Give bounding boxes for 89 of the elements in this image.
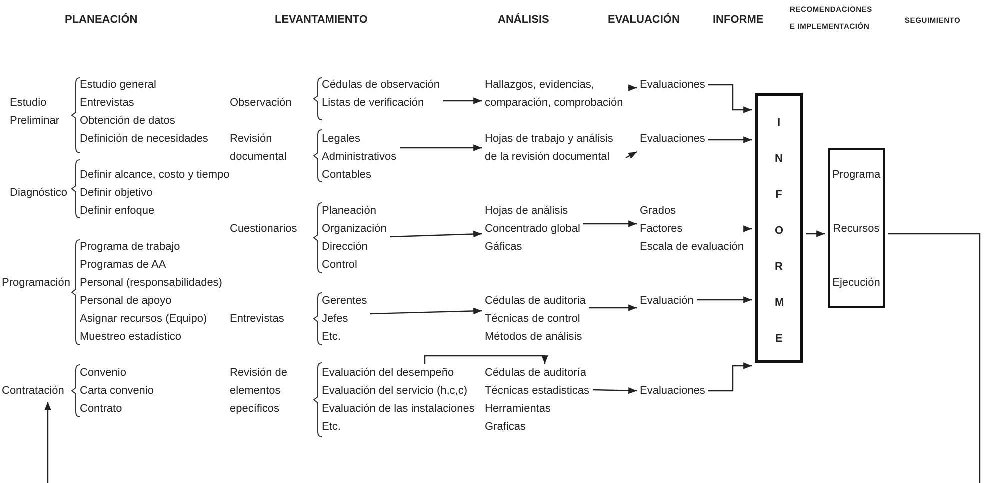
list-item: Técnicas estadisticas: [485, 384, 590, 399]
list-item: Escala de evaluación: [640, 240, 744, 255]
list-item: Organización: [322, 222, 387, 237]
item-text: Programa de trabajo: [80, 240, 180, 255]
step-text: Evaluación: [640, 292, 694, 310]
item-text: Personal de apoyo: [80, 294, 172, 309]
item-text: Muestreo estadístico: [80, 330, 182, 345]
list-item: Técnicas de control: [485, 312, 582, 327]
list-item: Etc.: [322, 420, 342, 435]
list-item: Control: [322, 258, 358, 273]
arrow: [592, 387, 638, 394]
item-text: Programas de AA: [80, 258, 166, 273]
arrow: [583, 220, 637, 228]
list-item: Jefes: [322, 312, 350, 327]
item-text: Programación: [2, 276, 70, 291]
item-text: Definir enfoque: [80, 204, 155, 219]
item-text: Revisión de elementos epecíficos: [230, 366, 288, 417]
item-text: Definir alcance, costo y tiempo: [80, 168, 230, 183]
column-heading: PLANEACIÓN: [65, 12, 138, 28]
arrow: [589, 304, 637, 312]
column-heading: INFORME: [713, 13, 764, 28]
vertical-title: I N F O R M E: [775, 116, 783, 347]
item-text: Contrato: [80, 402, 122, 417]
arrow: [744, 226, 752, 232]
item-text: Definición de necesidades: [80, 132, 208, 147]
list-item: Evaluación del servicio (h,c,c): [322, 384, 469, 399]
arrow: [424, 355, 548, 364]
arrow: [708, 136, 752, 144]
arrow: [806, 230, 825, 238]
list-item: Factores: [640, 222, 684, 237]
connector-line: [888, 233, 981, 483]
step-text: Evaluaciones: [640, 382, 706, 400]
stage-box: [828, 148, 885, 308]
list-item: Evaluación de las instalaciones: [322, 402, 475, 417]
step-text: Evaluaciones: [640, 130, 706, 148]
list-item: Planeación: [322, 204, 378, 219]
list-item: Contables: [322, 168, 373, 183]
box-item: Ejecución: [832, 276, 882, 291]
column-heading: EVALUACIÓN: [608, 12, 680, 28]
list-item: Métodos de análisis: [485, 330, 584, 345]
arrow: [708, 362, 752, 392]
list-item: Cédulas de auditoria: [485, 294, 586, 309]
item-text: Diagnóstico: [10, 186, 68, 201]
box-item: Recursos: [832, 222, 881, 237]
list-item: Etc.: [322, 330, 342, 345]
item-text: Definir objetivo: [80, 186, 153, 201]
list-item: Listas de verificación: [322, 96, 426, 111]
arrow: [400, 144, 482, 152]
item-text: Entrevistas: [230, 312, 284, 327]
item-text: Personal (responsabilidades): [80, 276, 222, 291]
list-item: Cédulas de auditoría: [485, 366, 588, 381]
arrow: [44, 402, 52, 483]
step-text: Contratación: [2, 382, 64, 400]
list-item: Legales: [322, 132, 362, 147]
item-text: Estudio Preliminar: [10, 96, 61, 129]
list-item: Hojas de análisis: [485, 204, 570, 219]
arrow: [708, 84, 752, 114]
item-text: Carta convenio: [80, 384, 154, 399]
item-text: Asignar recursos (Equipo): [80, 312, 208, 327]
item-text: Revisión documental: [230, 132, 288, 165]
list-item: Administrativos: [322, 150, 397, 165]
list-item: Evaluación del desempeño: [322, 366, 456, 381]
step-text: Hallazgos, evidencias, comparación, comprobación: [485, 76, 625, 112]
list-item: Grados: [640, 204, 678, 219]
arrow: [443, 98, 482, 104]
arrow: [390, 230, 482, 238]
item-text: Obtención de datos: [80, 114, 176, 129]
list-item: Herramientas: [485, 402, 552, 417]
arrow: [628, 84, 637, 92]
arrow: [626, 151, 638, 159]
column-heading: ANÁLISIS: [498, 12, 550, 28]
arrow: [697, 296, 752, 304]
report-box: [755, 93, 803, 363]
step-text: Evaluaciones: [640, 76, 706, 94]
list-item: Dirección: [322, 240, 369, 255]
column-heading: LEVANTAMIENTO: [275, 13, 368, 28]
list-item: Graficas: [485, 420, 527, 435]
list-item: Gáficas: [485, 240, 524, 255]
step-text: Hojas de trabajo y análisis de la revisión documental: [485, 130, 623, 166]
list-item: Gerentes: [322, 294, 368, 309]
item-text: Cuestionarios: [230, 222, 298, 237]
box-item: Programa: [831, 168, 882, 183]
list-item: Cédulas de observación: [322, 78, 440, 93]
item-text: Observación: [230, 96, 292, 111]
arrow: [370, 308, 482, 315]
item-text: Convenio: [80, 366, 126, 381]
item-text: Estudio general: [80, 78, 156, 93]
list-item: Concentrado global: [485, 222, 580, 237]
item-text: Entrevistas: [80, 96, 134, 111]
